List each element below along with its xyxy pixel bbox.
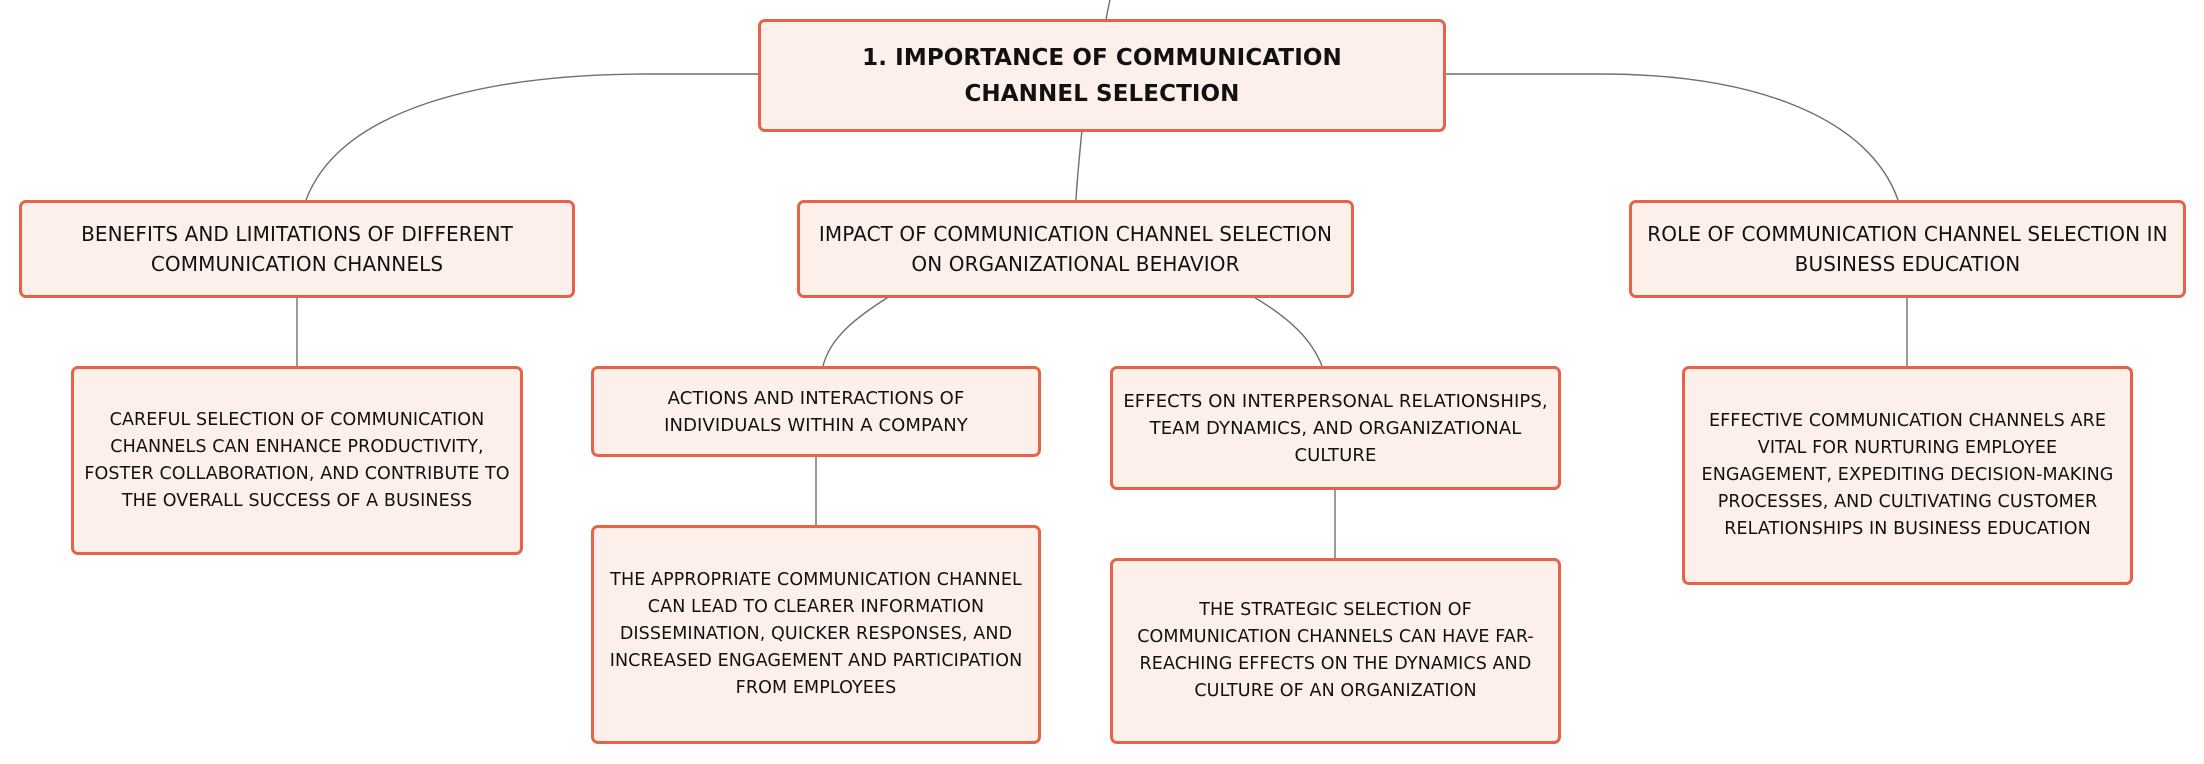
connector-root-to-impact: [1075, 129, 1083, 201]
subtopic-effects-relationships[interactable]: EFFECTS ON INTERPERSONAL RELATIONSHIPS, …: [1110, 366, 1561, 490]
root-topic[interactable]: 1. IMPORTANCE OF COMMUNICATION CHANNEL S…: [758, 19, 1446, 132]
topic-role-business-education[interactable]: ROLE OF COMMUNICATION CHANNEL SELECTION …: [1629, 200, 2186, 298]
subtopic-effects-relationships-label: EFFECTS ON INTERPERSONAL RELATIONSHIPS, …: [1123, 390, 1548, 466]
detail-effects-relationships[interactable]: THE STRATEGIC SELECTION OF COMMUNICATION…: [1110, 558, 1561, 744]
detail-actions-interactions-text: THE APPROPRIATE COMMUNICATION CHANNEL CA…: [609, 570, 1023, 698]
subtopic-actions-interactions[interactable]: ACTIONS AND INTERACTIONS OF INDIVIDUALS …: [591, 366, 1041, 457]
topic-impact-organizational-behavior[interactable]: IMPACT OF COMMUNICATION CHANNEL SELECTIO…: [797, 200, 1354, 298]
topic-benefits-limitations[interactable]: BENEFITS AND LIMITATIONS OF DIFFERENT CO…: [19, 200, 575, 298]
detail-actions-interactions[interactable]: THE APPROPRIATE COMMUNICATION CHANNEL CA…: [591, 525, 1041, 744]
topic-impact-organizational-behavior-label: IMPACT OF COMMUNICATION CHANNEL SELECTIO…: [818, 222, 1333, 276]
detail-role-business-education-text: EFFECTIVE COMMUNICATION CHANNELS ARE VIT…: [1701, 411, 2114, 539]
detail-benefits-limitations[interactable]: CAREFUL SELECTION OF COMMUNICATION CHANN…: [71, 366, 523, 555]
connector-root-to-benefits: [305, 73, 760, 201]
connector-impact-to-effects: [1251, 295, 1323, 367]
subtopic-actions-interactions-label: ACTIONS AND INTERACTIONS OF INDIVIDUALS …: [664, 387, 968, 436]
root-topic-label: 1. IMPORTANCE OF COMMUNICATION CHANNEL S…: [862, 44, 1342, 107]
connector-root-to-role: [1444, 73, 1899, 201]
topic-benefits-limitations-label: BENEFITS AND LIMITATIONS OF DIFFERENT CO…: [81, 222, 513, 276]
detail-effects-relationships-text: THE STRATEGIC SELECTION OF COMMUNICATION…: [1137, 600, 1534, 701]
topic-role-business-education-label: ROLE OF COMMUNICATION CHANNEL SELECTION …: [1647, 222, 2168, 276]
detail-role-business-education[interactable]: EFFECTIVE COMMUNICATION CHANNELS ARE VIT…: [1682, 366, 2133, 585]
connector-impact-to-actions: [822, 295, 891, 367]
detail-benefits-limitations-text: CAREFUL SELECTION OF COMMUNICATION CHANN…: [84, 409, 510, 511]
connector-parent-stub: [1105, 0, 1111, 21]
